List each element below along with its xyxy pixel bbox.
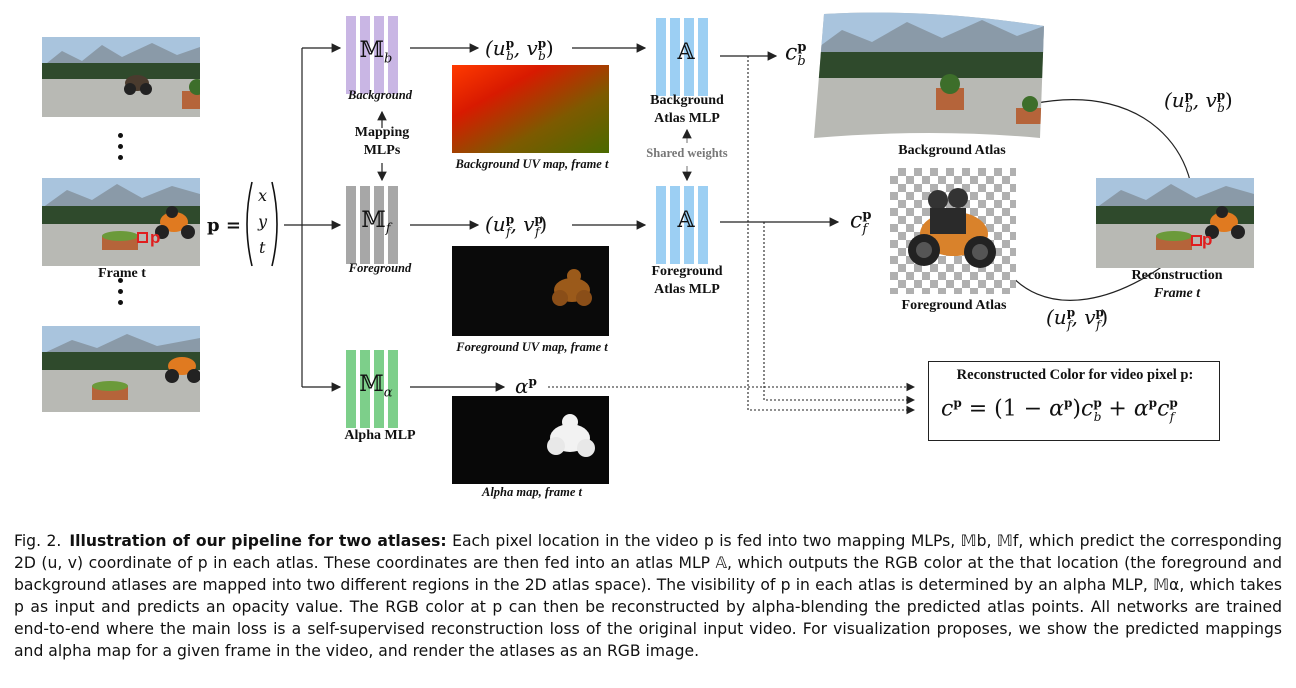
reconstruction-box: Reconstructed Color for video pixel p: c… (928, 361, 1220, 441)
figure-caption: Fig. 2. Illustration of our pipeline for … (14, 530, 1282, 662)
ellipsis-dots-2 (118, 278, 124, 305)
reconstruction-label-line2: Frame t (1153, 286, 1201, 301)
reconstruction-box-title: Reconstructed Color for video pixel p: (956, 367, 1194, 383)
foreground-uv-map (452, 246, 609, 336)
mapping-mlps-label: Mapping MLPs (354, 125, 410, 158)
background-atlas-mlp (656, 18, 708, 96)
reconstruction-formula: cp = (1 − αp)cpb + αpcpf (941, 396, 1178, 424)
background-atlas-image (812, 12, 1044, 142)
bg-uv-output: (upb, vpb) (485, 36, 554, 63)
ellipsis-dots-1 (118, 133, 124, 160)
input-y: y (258, 212, 268, 231)
input-vector: x y t (244, 180, 280, 268)
cb-output: cpb (785, 40, 807, 69)
input-t: t (259, 238, 266, 257)
cf-output: cpf (850, 208, 872, 237)
background-mlp-label: Background (348, 88, 412, 102)
p-marker-recon: p (1202, 230, 1213, 249)
caption-figno: Fig. 2. (14, 532, 62, 550)
foreground-atlas-mlp (656, 186, 708, 264)
malpha-symbol: 𝕄α (359, 372, 393, 401)
p-marker-frame: p (150, 228, 161, 247)
background-atlas-label: Background Atlas (898, 143, 1006, 158)
uv-b-right: (upb, vpb) (1164, 88, 1233, 115)
input-x: x (258, 186, 268, 205)
alpha-map-caption: Alpha map, frame t (481, 485, 582, 499)
background-uv-map (452, 65, 609, 153)
background-atlas-mlp-label: Background Atlas MLP (632, 92, 742, 128)
foreground-mlp-label: Foreground (348, 261, 412, 275)
foreground-mapping-mlp (346, 186, 398, 264)
mb-symbol: 𝕄b (359, 38, 393, 67)
reconstruction-label-line1: Reconstruction (1131, 268, 1223, 283)
shared-weights-label: Shared weights (646, 146, 728, 160)
foreground-uv-caption: Foreground UV map, frame t (456, 340, 608, 354)
atlas-fg-symbol: 𝔸 (677, 208, 695, 233)
foreground-atlas-mlp-line1: Foreground (651, 264, 723, 279)
caption-title: Illustration of our pipeline for two atl… (69, 532, 447, 550)
p-equals: p = (207, 215, 241, 236)
input-frame-1 (42, 37, 200, 117)
background-mapping-mlp (346, 16, 398, 94)
background-atlas-mlp-line2: Atlas MLP (654, 111, 720, 126)
foreground-atlas-mlp-label: Foreground Atlas MLP (632, 263, 742, 299)
alpha-mlp (346, 350, 398, 428)
foreground-atlas-image (890, 168, 1016, 294)
caption-body: Each pixel location in the video p is fe… (14, 532, 1283, 660)
alpha-mlp-label: Alpha MLP (344, 428, 416, 443)
alpha-map (452, 396, 609, 484)
background-atlas-mlp-line1: Background (650, 93, 724, 108)
atlas-bg-symbol: 𝔸 (677, 40, 695, 65)
uv-f-right: (upf, vpf) (1046, 305, 1109, 332)
input-frame-3 (42, 326, 200, 412)
fg-uv-output: (upf, vpf) (485, 212, 548, 239)
foreground-atlas-label: Foreground Atlas (901, 298, 1007, 313)
foreground-atlas-mlp-line2: Atlas MLP (654, 282, 720, 297)
reconstruction-frame (1096, 178, 1254, 268)
mf-symbol: 𝕄f (361, 208, 391, 237)
reconstruction-label: Reconstruction Frame t (1110, 267, 1244, 303)
background-uv-caption: Background UV map, frame t (455, 157, 609, 171)
alpha-output: αp (515, 374, 537, 398)
frame-t-label: Frame t (98, 266, 146, 281)
input-frame-t (42, 178, 200, 266)
